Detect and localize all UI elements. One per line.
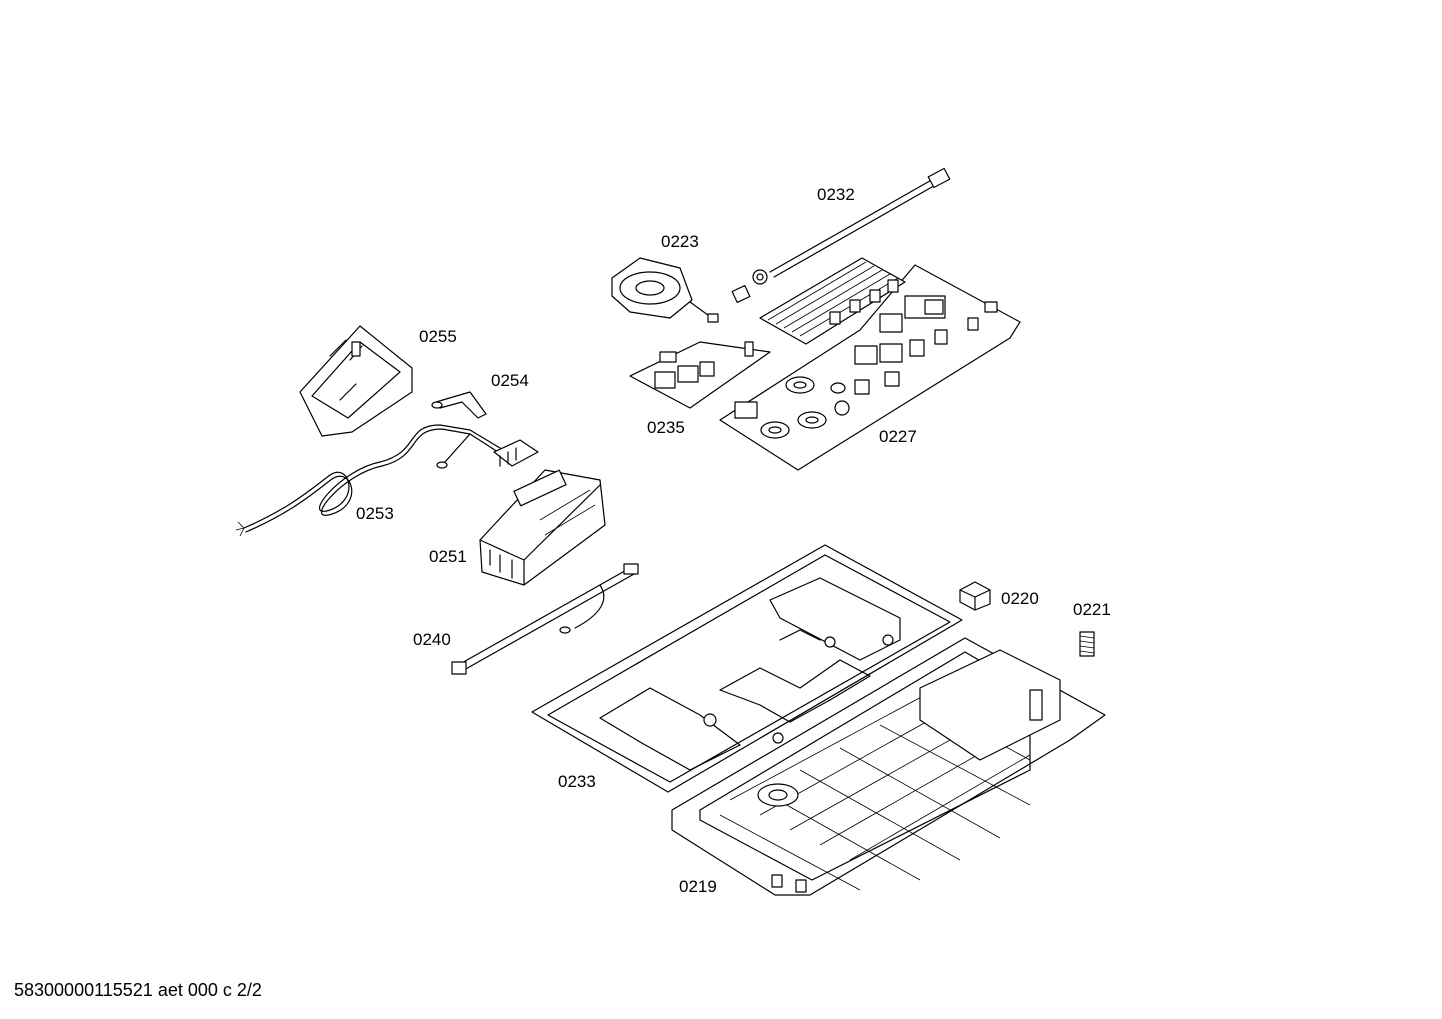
part-0221-spring[interactable] [1079,631,1095,657]
part-0255-bracket[interactable] [299,325,413,437]
label-0251: 0251 [429,547,467,566]
label-0221: 0221 [1073,600,1111,619]
part-0223-fan[interactable] [611,257,719,323]
label-0223: 0223 [661,232,699,251]
label-0233: 0233 [558,772,596,791]
label-0220: 0220 [1001,589,1039,608]
part-0235-small-pcb[interactable] [629,341,771,409]
label-0254: 0254 [491,371,529,390]
part-0233-plate[interactable] [531,544,963,793]
label-0235: 0235 [647,418,685,437]
part-0240-cable[interactable] [451,563,639,675]
part-0220-cap[interactable] [959,581,991,611]
label-0253: 0253 [356,504,394,523]
part-0219-housing[interactable] [671,637,1106,896]
label-0232: 0232 [817,185,855,204]
part-0227-pcb[interactable] [719,257,1021,471]
part-0232-cable[interactable] [731,167,951,303]
label-0227: 0227 [879,427,917,446]
label-0240: 0240 [413,630,451,649]
part-0253-harness[interactable] [235,424,539,537]
part-0254-clip[interactable] [431,391,487,419]
part-0251-box[interactable] [479,469,606,586]
label-0219: 0219 [679,877,717,896]
label-0255: 0255 [419,327,457,346]
drawing-code-footer: 58300000115521 aet 000 c 2/2 [14,980,262,1000]
